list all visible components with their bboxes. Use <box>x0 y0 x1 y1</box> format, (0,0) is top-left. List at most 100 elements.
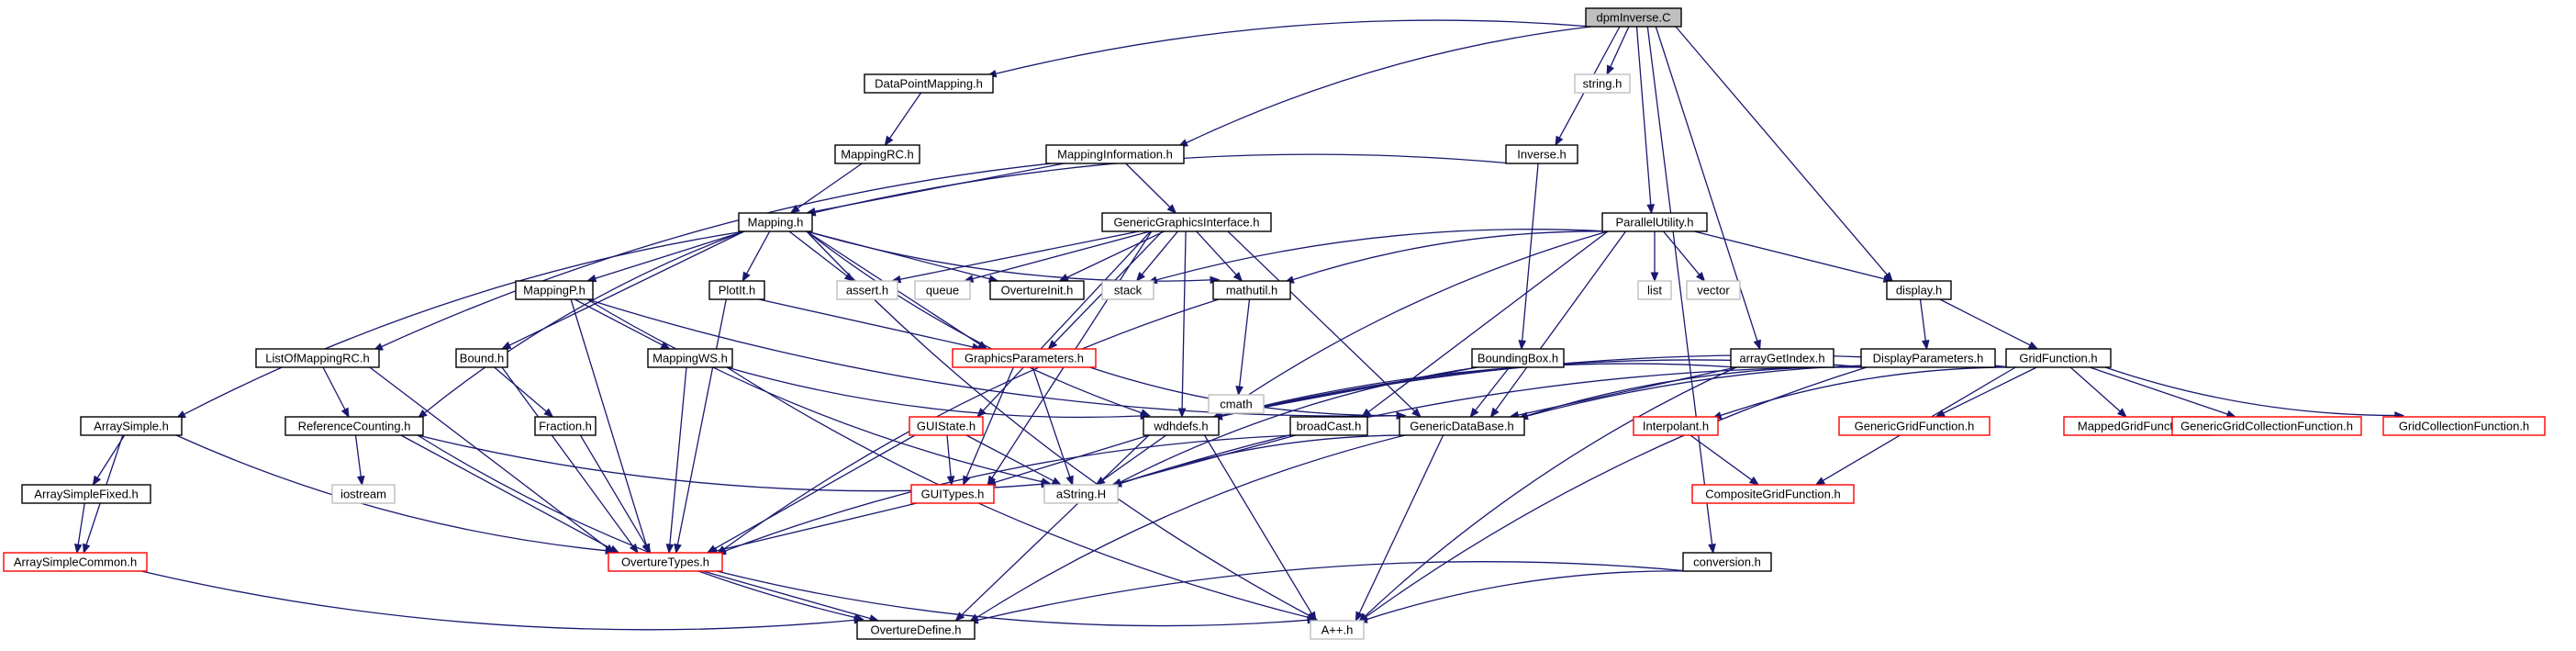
edge-GenericGraphicsInterface-to-queue <box>972 230 1151 280</box>
node-wdhdefs[interactable]: wdhdefs.h <box>1143 416 1220 436</box>
node-queue[interactable]: queue <box>914 280 971 300</box>
edge-MappingInformation-to-GenericGraphicsInterface <box>1125 163 1171 208</box>
node-assert[interactable]: assert.h <box>836 280 898 300</box>
node-Bound[interactable]: Bound.h <box>455 348 508 368</box>
edge-Mapping-to-ArraySimple <box>184 230 745 415</box>
edge-ParallelUtility-to-mathutil <box>1292 230 1609 281</box>
arrowhead-ArraySimple-to-ArraySimpleCommon <box>83 543 91 555</box>
edge-layer <box>73 19 2405 631</box>
arrowhead-ReferenceCounting-to-OvertureTypes <box>608 544 620 554</box>
arrowhead-mathutil-to-cmath <box>1235 386 1243 397</box>
node-ReferenceCounting[interactable]: ReferenceCounting.h <box>284 416 424 436</box>
node-GenericDataBase[interactable]: GenericDataBase.h <box>1399 416 1525 436</box>
node-ArraySimpleCommon[interactable]: ArraySimpleCommon.h <box>3 552 148 572</box>
node-mathutil[interactable]: mathutil.h <box>1212 280 1291 300</box>
edge-GridFunction-to-MappedGridFunction <box>2069 366 2121 412</box>
node-aString[interactable]: aString.H <box>1043 484 1119 504</box>
node-label-aString: aString.H <box>1056 488 1106 501</box>
node-CompositeGridFunction[interactable]: CompositeGridFunction.h <box>1691 484 1855 504</box>
node-OvertureInit[interactable]: OvertureInit.h <box>989 280 1085 300</box>
arrowhead-Mapping-to-Bound <box>500 341 512 350</box>
arrowhead-GenericGraphicsInterface-to-mathutil <box>1232 272 1243 282</box>
node-box-GenericDataBase <box>1399 416 1525 436</box>
node-Interpolant[interactable]: Interpolant.h <box>1633 416 1719 436</box>
edge-GUIState-to-GUITypes <box>946 434 952 477</box>
node-MappingWS[interactable]: MappingWS.h <box>647 348 733 368</box>
node-ListOfMappingRC[interactable]: ListOfMappingRC.h <box>255 348 380 368</box>
node-label-CompositeGridFunction: CompositeGridFunction.h <box>1705 488 1840 501</box>
node-PlotIt[interactable]: PlotIt.h <box>708 280 765 300</box>
node-label-GenericGraphicsInterface: GenericGraphicsInterface.h <box>1114 216 1260 230</box>
node-GUITypes[interactable]: GUITypes.h <box>910 484 995 504</box>
edge-MappingInformation-to-ListOfMappingRC <box>381 163 1053 348</box>
node-box-display <box>1886 280 1952 300</box>
node-list[interactable]: list <box>1637 280 1672 300</box>
edge-wdhdefs-to-OvertureDefine <box>961 434 1150 616</box>
node-GenericGraphicsInterface[interactable]: GenericGraphicsInterface.h <box>1101 212 1272 232</box>
node-box-OvertureDefine <box>856 620 976 640</box>
node-BoundingBox[interactable]: BoundingBox.h <box>1471 348 1565 368</box>
node-Fraction[interactable]: Fraction.h <box>534 416 597 436</box>
node-GridFunction[interactable]: GridFunction.h <box>2005 348 2112 368</box>
edge-GridFunction-to-GenericGridCollectionFunction <box>2089 366 2228 415</box>
node-stack[interactable]: stack <box>1101 280 1154 300</box>
edge-PlotIt-to-OvertureTypes <box>676 298 727 545</box>
node-GUIState[interactable]: GUIState.h <box>909 416 984 436</box>
node-box-GUIState <box>909 416 984 436</box>
edge-Mapping-to-wdhdefs <box>806 230 1143 414</box>
node-MappingInformation[interactable]: MappingInformation.h <box>1045 144 1185 164</box>
edge-GenericGraphicsInterface-to-stack <box>1141 230 1178 275</box>
node-box-PlotIt <box>708 280 765 300</box>
node-MappingRC[interactable]: MappingRC.h <box>834 144 920 164</box>
node-label-GraphicsParameters: GraphicsParameters.h <box>965 352 1084 365</box>
arrowhead-Bound-to-Fraction <box>543 408 554 418</box>
node-App[interactable]: A++.h <box>1310 620 1365 640</box>
node-GenericGridFunction[interactable]: GenericGridFunction.h <box>1838 416 1991 436</box>
node-OvertureTypes[interactable]: OvertureTypes.h <box>608 552 723 572</box>
node-arrayGetIndex[interactable]: arrayGetIndex.h <box>1730 348 1834 368</box>
edge-conversion-to-OvertureDefine <box>976 561 1689 622</box>
node-broadCast[interactable]: broadCast.h <box>1289 416 1368 436</box>
node-DataPointMapping[interactable]: DataPointMapping.h <box>864 73 994 94</box>
node-ParallelUtility[interactable]: ParallelUtility.h <box>1601 212 1708 232</box>
arrowhead-MappingRC-to-Mapping <box>789 205 800 214</box>
node-DisplayParameters[interactable]: DisplayParameters.h <box>1860 348 1996 368</box>
node-conversion[interactable]: conversion.h <box>1682 552 1772 572</box>
node-label-wdhdefs: wdhdefs.h <box>1153 420 1208 433</box>
node-label-ParallelUtility: ParallelUtility.h <box>1615 216 1693 230</box>
edge-GenericGraphicsInterface-to-assert <box>899 230 1139 280</box>
node-box-MappingP <box>515 280 594 300</box>
node-GenericGridCollectionFunction[interactable]: GenericGridCollectionFunction.h <box>2171 416 2362 436</box>
arrowhead-ListOfMappingRC-to-ReferenceCounting <box>340 407 350 419</box>
node-iostream[interactable]: iostream <box>331 484 396 504</box>
arrowhead-dpmInverse-to-Inverse <box>1555 135 1564 147</box>
node-label-Inverse: Inverse.h <box>1517 148 1566 162</box>
node-vector[interactable]: vector <box>1686 280 1741 300</box>
edge-ParallelUtility-to-stack <box>1155 229 1609 281</box>
node-box-Inverse <box>1505 144 1578 164</box>
node-MappingP[interactable]: MappingP.h <box>515 280 594 300</box>
arrowhead-dpmInverse-to-string <box>1606 64 1614 76</box>
edge-GenericDataBase-to-App <box>1358 434 1444 614</box>
node-cmath[interactable]: cmath <box>1208 394 1265 414</box>
node-label-ReferenceCounting: ReferenceCounting.h <box>298 420 411 433</box>
node-Mapping[interactable]: Mapping.h <box>738 212 813 232</box>
node-box-stack <box>1101 280 1154 300</box>
edge-ArraySimpleCommon-to-OvertureDefine <box>140 570 855 631</box>
arrowhead-dpmInverse-to-arrayGetIndex <box>1753 339 1761 351</box>
node-OvertureDefine[interactable]: OvertureDefine.h <box>856 620 976 640</box>
node-ArraySimple[interactable]: ArraySimple.h <box>80 416 183 436</box>
node-GridCollectionFunction[interactable]: GridCollectionFunction.h <box>2382 416 2546 436</box>
node-display[interactable]: display.h <box>1886 280 1952 300</box>
arrowhead-GUIState-to-aString <box>1051 477 1063 486</box>
node-GraphicsParameters[interactable]: GraphicsParameters.h <box>952 348 1097 368</box>
edge-GUIState-to-aString <box>965 434 1054 482</box>
node-box-arrayGetIndex <box>1730 348 1834 368</box>
node-label-broadCast: broadCast.h <box>1297 420 1362 433</box>
edge-dpmInverse-to-DataPointMapping <box>995 19 1592 74</box>
node-ArraySimpleFixed[interactable]: ArraySimpleFixed.h <box>21 484 151 504</box>
node-Inverse[interactable]: Inverse.h <box>1505 144 1578 164</box>
node-string[interactable]: string.h <box>1574 73 1631 94</box>
node-dpmInverse[interactable]: dpmInverse.C <box>1585 7 1682 28</box>
edge-DisplayParameters-to-GenericDataBase <box>1526 366 1868 417</box>
